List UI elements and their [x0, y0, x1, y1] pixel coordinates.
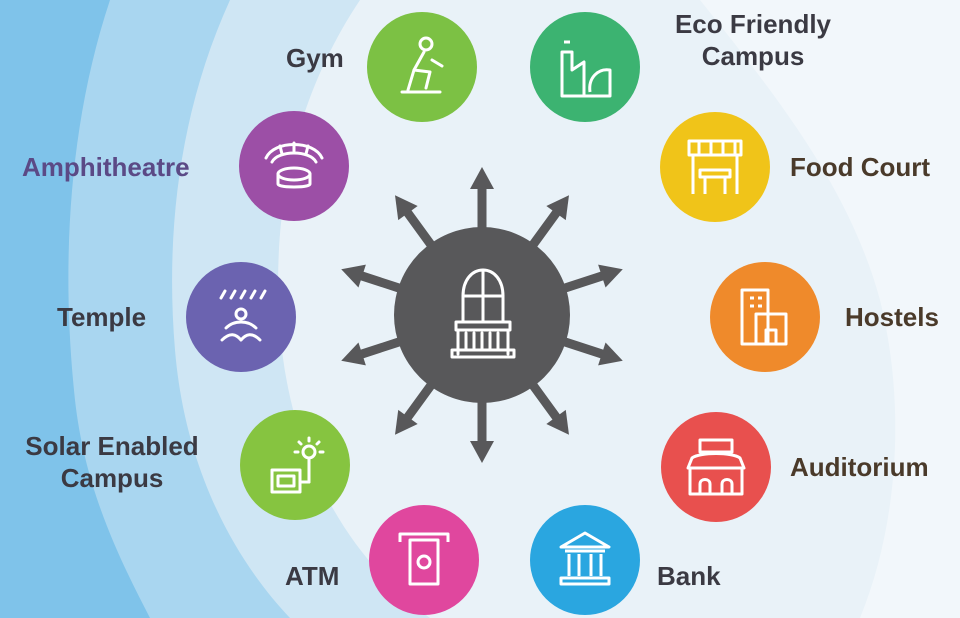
label-amphitheatre: Amphitheatre: [22, 151, 190, 183]
arrow-head-2: [546, 409, 569, 435]
facility-nodes: [186, 12, 820, 615]
background-wave-right: [700, 0, 960, 618]
arrow-head-5: [341, 342, 366, 366]
hub: [394, 227, 570, 403]
food-stall-icon: [687, 139, 743, 194]
bank-circle: [530, 505, 640, 615]
balcony-building-icon: [450, 268, 516, 359]
building-icon: [740, 288, 788, 346]
arrow-shaft-9: [527, 205, 564, 250]
atm-icon: [398, 532, 450, 586]
label-temple: Temple: [57, 301, 146, 333]
amphitheatre-icon: [264, 141, 324, 189]
arrow-head-6: [341, 264, 366, 288]
label-temple-line-1: Temple: [57, 302, 147, 332]
label-bank-line-1: Bank: [657, 561, 721, 591]
food-node: [660, 112, 770, 222]
bank-node: [530, 505, 640, 615]
gym-circle: [367, 12, 477, 122]
amphitheatre-circle: [239, 111, 349, 221]
amphitheatre-node: [239, 111, 349, 221]
arrow-head-7: [395, 195, 418, 221]
label-atm-line-1: ATM: [285, 561, 340, 591]
arrow-head-4: [395, 409, 418, 435]
exercise-bike-icon: [400, 36, 444, 94]
atm-node: [369, 505, 479, 615]
food-circle: [660, 112, 770, 222]
meditation-icon: [219, 289, 267, 342]
label-solar-line-1: Solar Enabled: [25, 431, 199, 461]
label-food: Food Court: [790, 151, 930, 183]
label-food-line-1: Food Court: [790, 152, 931, 182]
label-amphitheatre-line-1: Amphitheatre: [22, 152, 190, 182]
arrow-shaft-4: [400, 380, 437, 425]
label-hostels-line-1: Hostels: [845, 302, 939, 332]
gym-node: [367, 12, 477, 122]
atm-circle: [369, 505, 479, 615]
arrow-shaft-5: [355, 336, 404, 361]
arrows-group: [341, 167, 623, 463]
arrow-head-9: [546, 195, 569, 221]
label-atm: ATM: [285, 560, 339, 592]
label-eco-line-2: Campus: [701, 41, 805, 71]
label-gym-line-1: Gym: [286, 43, 344, 73]
arrow-shaft-2: [527, 380, 564, 425]
solar-node: [240, 410, 350, 520]
arrow-head-8: [470, 167, 494, 189]
label-solar: Solar Enabled Campus: [10, 430, 214, 494]
eco-factory-leaf-icon: [560, 40, 612, 98]
solar-circle: [240, 410, 350, 520]
label-bank: Bank: [657, 560, 721, 592]
bank-icon: [559, 531, 611, 586]
arrow-shaft-0: [560, 269, 609, 294]
temple-node: [186, 262, 296, 372]
arrow-head-3: [470, 441, 494, 463]
label-auditorium: Auditorium: [790, 451, 929, 483]
eco-node: [530, 12, 640, 122]
arrow-shaft-6: [355, 269, 404, 294]
arrow-head-0: [598, 264, 623, 288]
label-eco: Eco Friendly Campus: [663, 8, 843, 72]
arrow-head-1: [598, 342, 623, 366]
background-wave-dark: [0, 0, 150, 618]
auditorium-icon: [686, 438, 746, 496]
label-gym: Gym: [286, 42, 344, 74]
label-hostels: Hostels: [845, 301, 939, 333]
temple-circle: [186, 262, 296, 372]
hostels-node: [710, 262, 820, 372]
hostels-circle: [710, 262, 820, 372]
label-auditorium-line-1: Auditorium: [790, 452, 929, 482]
label-solar-line-2: Campus: [60, 463, 164, 493]
solar-lamp-icon: [270, 436, 325, 494]
arrow-shaft-7: [400, 205, 437, 250]
label-eco-line-1: Eco Friendly: [674, 9, 832, 39]
auditorium-node: [661, 412, 771, 522]
arrow-shaft-1: [560, 336, 609, 361]
